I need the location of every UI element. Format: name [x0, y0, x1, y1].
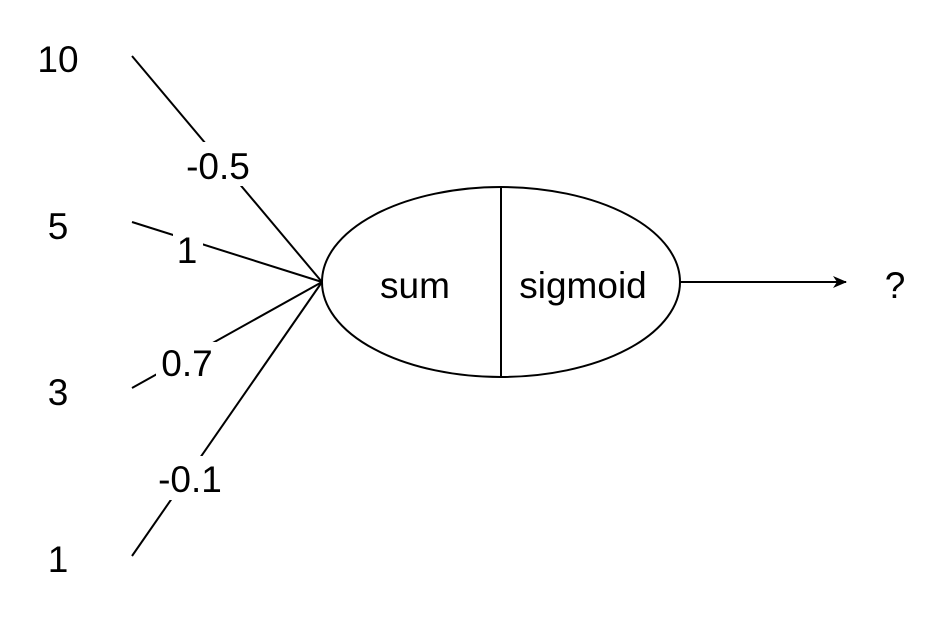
weight-label-1: -0.5: [186, 146, 250, 187]
neuron-sum-label: sum: [380, 265, 450, 306]
edge-input-2: [131, 221, 323, 283]
edge-input-4: [131, 281, 323, 557]
input-value-3: 3: [48, 372, 69, 413]
input-value-4: 1: [48, 539, 69, 580]
weight-label-4: -0.1: [158, 459, 222, 500]
weight-label-3: 0.7: [161, 343, 212, 384]
weight-label-2: 1: [177, 230, 198, 271]
input-value-1: 10: [37, 39, 78, 80]
input-value-2: 5: [48, 206, 69, 247]
neuron-sigmoid-label: sigmoid: [519, 265, 647, 306]
output-label: ?: [885, 265, 906, 306]
